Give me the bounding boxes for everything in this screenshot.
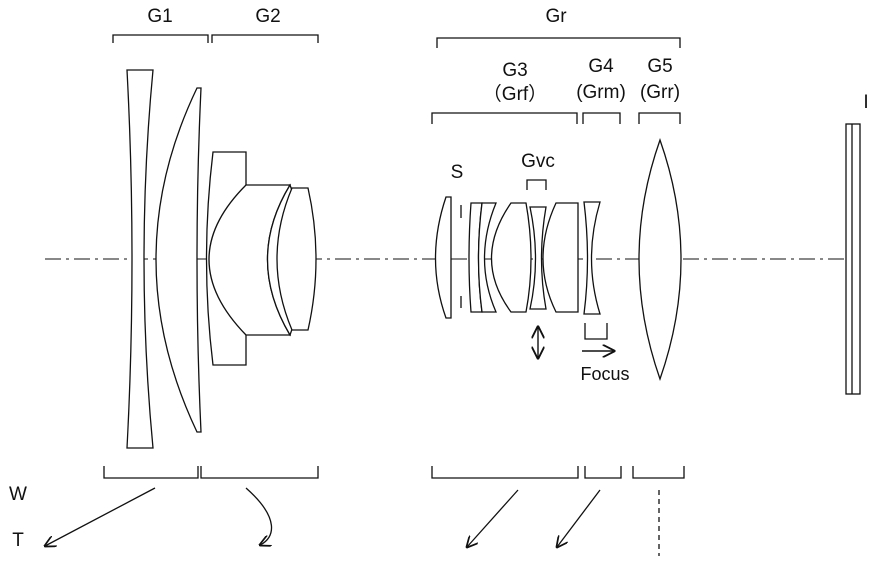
label-g5: G5 <box>647 56 672 77</box>
bracket-gvc <box>526 179 547 190</box>
g1-lens-1 <box>126 69 154 449</box>
bracket-g5 <box>638 112 681 124</box>
label-g3-sub: （Grf） <box>483 83 547 105</box>
label-g2: G2 <box>255 6 280 27</box>
bottom-bracket-g5 <box>632 466 685 479</box>
focus-bracket <box>584 323 608 340</box>
g3-trajectory <box>467 489 519 547</box>
g4-trajectory <box>557 489 601 547</box>
stop-lens <box>434 196 452 319</box>
label-g3: G3 <box>502 60 527 81</box>
label-image-plane: I <box>863 92 868 113</box>
label-wide: W <box>9 484 27 505</box>
bottom-bracket-g1 <box>103 466 199 479</box>
label-g5-sub: (Grr) <box>640 82 680 103</box>
label-g4-sub: (Grm) <box>576 82 626 103</box>
g3-lens-3 <box>490 202 532 313</box>
label-stop: S <box>451 162 464 183</box>
bracket-g4 <box>582 112 621 124</box>
gvc-lens <box>529 206 547 310</box>
label-g1: G1 <box>147 6 172 27</box>
g1-lens-2 <box>155 87 202 433</box>
bottom-bracket-g3 <box>431 466 579 479</box>
label-gvc: Gvc <box>521 151 555 172</box>
focus-label: Focus <box>580 364 629 384</box>
g2-trajectory <box>245 487 273 545</box>
g4-lens <box>583 201 601 315</box>
label-g4: G4 <box>588 56 614 77</box>
label-tele: T <box>12 530 24 551</box>
g2-lens-4 <box>276 187 317 331</box>
g3-lens-4 <box>542 202 579 313</box>
g3-lens-2 <box>477 202 497 313</box>
image-plane-glass <box>845 123 861 395</box>
bottom-bracket-g4 <box>584 466 622 479</box>
label-gr: Gr <box>545 6 567 27</box>
bottom-bracket-g2 <box>200 466 319 479</box>
g5-lens <box>638 138 682 381</box>
bracket-g1 <box>112 34 209 43</box>
bracket-g3 <box>431 112 578 124</box>
bracket-g2 <box>211 34 319 43</box>
g1-trajectory <box>45 487 156 546</box>
bracket-gr <box>436 37 681 48</box>
